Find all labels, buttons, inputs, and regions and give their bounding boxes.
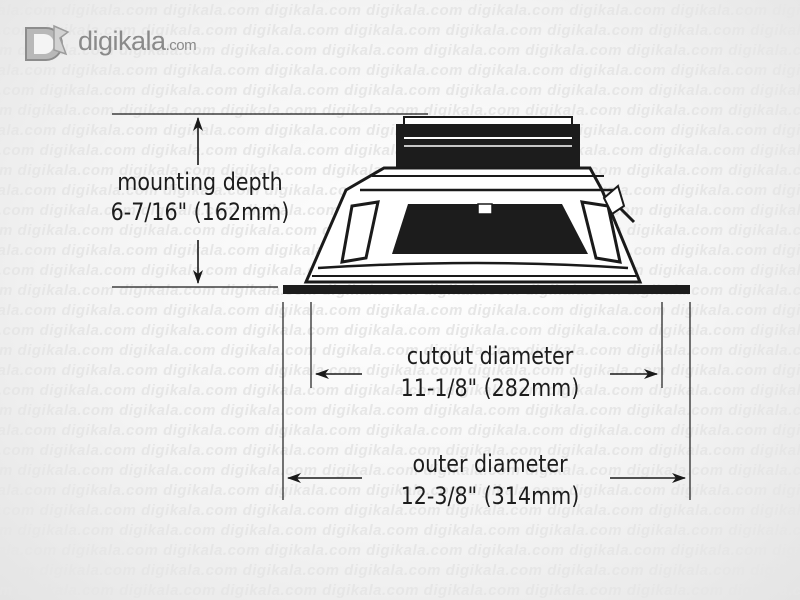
- watermark-row: digikala.com digikala.com digikala.com d…: [0, 502, 800, 519]
- watermark-row: digikala.com digikala.com digikala.com d…: [0, 402, 800, 419]
- watermark-row: digikala.com digikala.com digikala.com d…: [0, 442, 800, 459]
- watermark-row: digikala.com digikala.com digikala.com d…: [0, 82, 800, 99]
- watermark-row: digikala.com digikala.com digikala.com d…: [0, 62, 800, 79]
- cutout-diameter-value: 11-1/8" (282mm): [400, 374, 580, 402]
- digikala-logo[interactable]: digikala.com: [20, 22, 230, 66]
- watermark-row: digikala.com digikala.com digikala.com d…: [0, 582, 800, 599]
- watermark-row: digikala.com digikala.com digikala.com d…: [0, 102, 800, 119]
- watermark-row: digikala.com digikala.com digikala.com d…: [0, 302, 800, 319]
- outer-diameter-label: outer diameter 12-3/8" (314mm): [387, 452, 593, 516]
- mounting-depth-label: mounting depth 6-7/16" (162mm): [105, 170, 294, 230]
- basket-window-left: [340, 200, 380, 264]
- watermark-row: digikala.com digikala.com digikala.com d…: [0, 482, 800, 499]
- watermark-row: digikala.com digikala.com digikala.com d…: [0, 342, 800, 359]
- watermark-row: digikala.com digikala.com digikala.com d…: [0, 362, 800, 379]
- logo-suffix: .com: [165, 37, 197, 54]
- watermark-row: digikala.com digikala.com digikala.com d…: [0, 382, 800, 399]
- logo-name: digikala: [78, 26, 166, 56]
- watermark-row: digikala.com digikala.com digikala.com d…: [0, 422, 800, 439]
- mounting-flange: [283, 285, 690, 294]
- logo-text: digikala.com: [78, 26, 197, 57]
- watermark-row: digikala.com digikala.com digikala.com d…: [0, 562, 800, 579]
- watermark-row: digikala.com digikala.com digikala.com d…: [0, 42, 800, 59]
- mounting-depth-title: mounting depth: [117, 168, 283, 196]
- outer-diameter-value: 12-3/8" (314mm): [400, 482, 580, 510]
- speaker-cone: [392, 204, 588, 254]
- cutout-diameter-title: cutout diameter: [406, 342, 574, 370]
- magnet-cap: [403, 116, 573, 126]
- watermark-row: digikala.com digikala.com digikala.com d…: [0, 522, 800, 539]
- speaker-illustration: [283, 116, 690, 294]
- watermark-row: digikala.com digikala.com digikala.com d…: [0, 462, 800, 479]
- digikala-logo-icon: [25, 24, 70, 61]
- watermark-row: digikala.com digikala.com digikala.com d…: [0, 2, 800, 19]
- watermark-row: digikala.com digikala.com digikala.com d…: [0, 22, 800, 39]
- watermark-row: digikala.com digikala.com digikala.com d…: [0, 322, 800, 339]
- mounting-depth-value: 6-7/16" (162mm): [110, 198, 290, 226]
- watermark-row: digikala.com digikala.com digikala.com d…: [0, 542, 800, 559]
- terminal: [602, 184, 626, 216]
- cutout-diameter-label: cutout diameter 11-1/8" (282mm): [387, 344, 593, 408]
- outer-diameter-title: outer diameter: [412, 450, 568, 478]
- basket-window-right: [579, 200, 622, 264]
